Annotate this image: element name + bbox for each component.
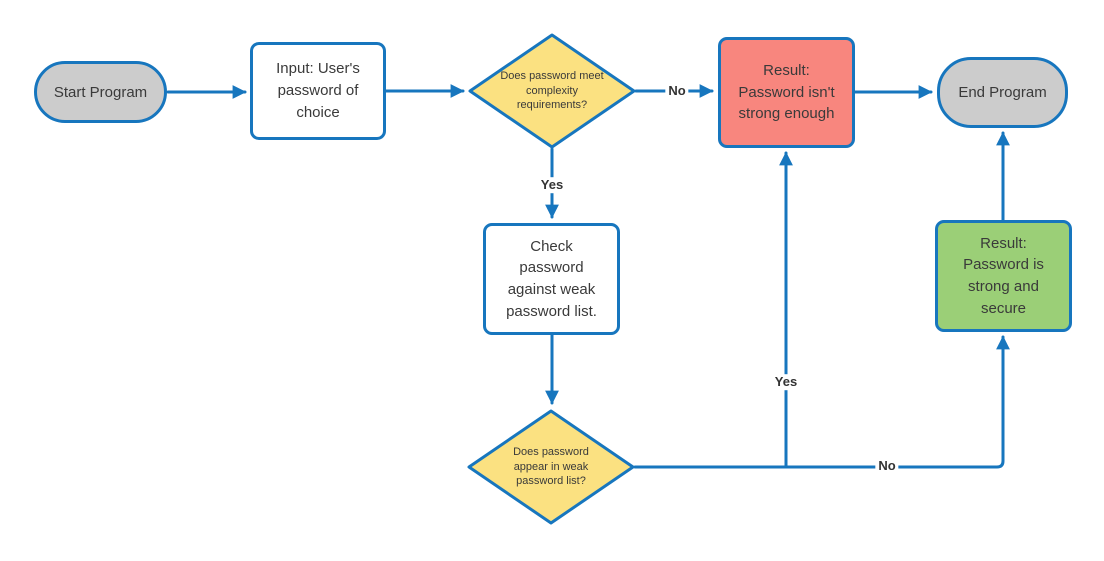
edge-label-complexity-no: No [665, 83, 689, 99]
edge-label-weak-yes: Yes [771, 374, 801, 390]
result-pass-box: Result: Password is strong and secure [935, 220, 1072, 332]
input-label: Input: User's password of choice [276, 60, 360, 121]
diamond-shape-icon [468, 33, 636, 149]
decision-complexity-label: Does password meet complexity requiremen… [500, 69, 604, 112]
result-fail-box: Result: Password isn't strong enough [718, 37, 855, 148]
check-process: Check password against weak password lis… [483, 223, 620, 335]
result-fail-label: Result: Password isn't strong enough [738, 61, 835, 123]
decision-complexity-diamond: Does password meet complexity requiremen… [468, 33, 636, 149]
check-label: Check password against weak password lis… [506, 237, 597, 320]
start-terminator: Start Program [34, 61, 167, 123]
diamond-shape-icon [467, 409, 635, 525]
start-label: Start Program [53, 83, 148, 101]
input-process: Input: User's password of choice [250, 42, 386, 140]
result-pass-label: Result: Password is strong and secure [963, 234, 1044, 317]
decision-weak-list-label: Does password appear in weak password li… [513, 445, 589, 488]
edge-label-complexity-yes: Yes [537, 177, 567, 193]
end-terminator: End Program [937, 57, 1068, 128]
edge-label-weak-no: No [875, 458, 899, 474]
decision-weak-list-diamond: Does password appear in weak password li… [467, 409, 635, 525]
edge-decision2-no-to-success [633, 335, 1010, 469]
end-label: End Program [958, 84, 1047, 101]
